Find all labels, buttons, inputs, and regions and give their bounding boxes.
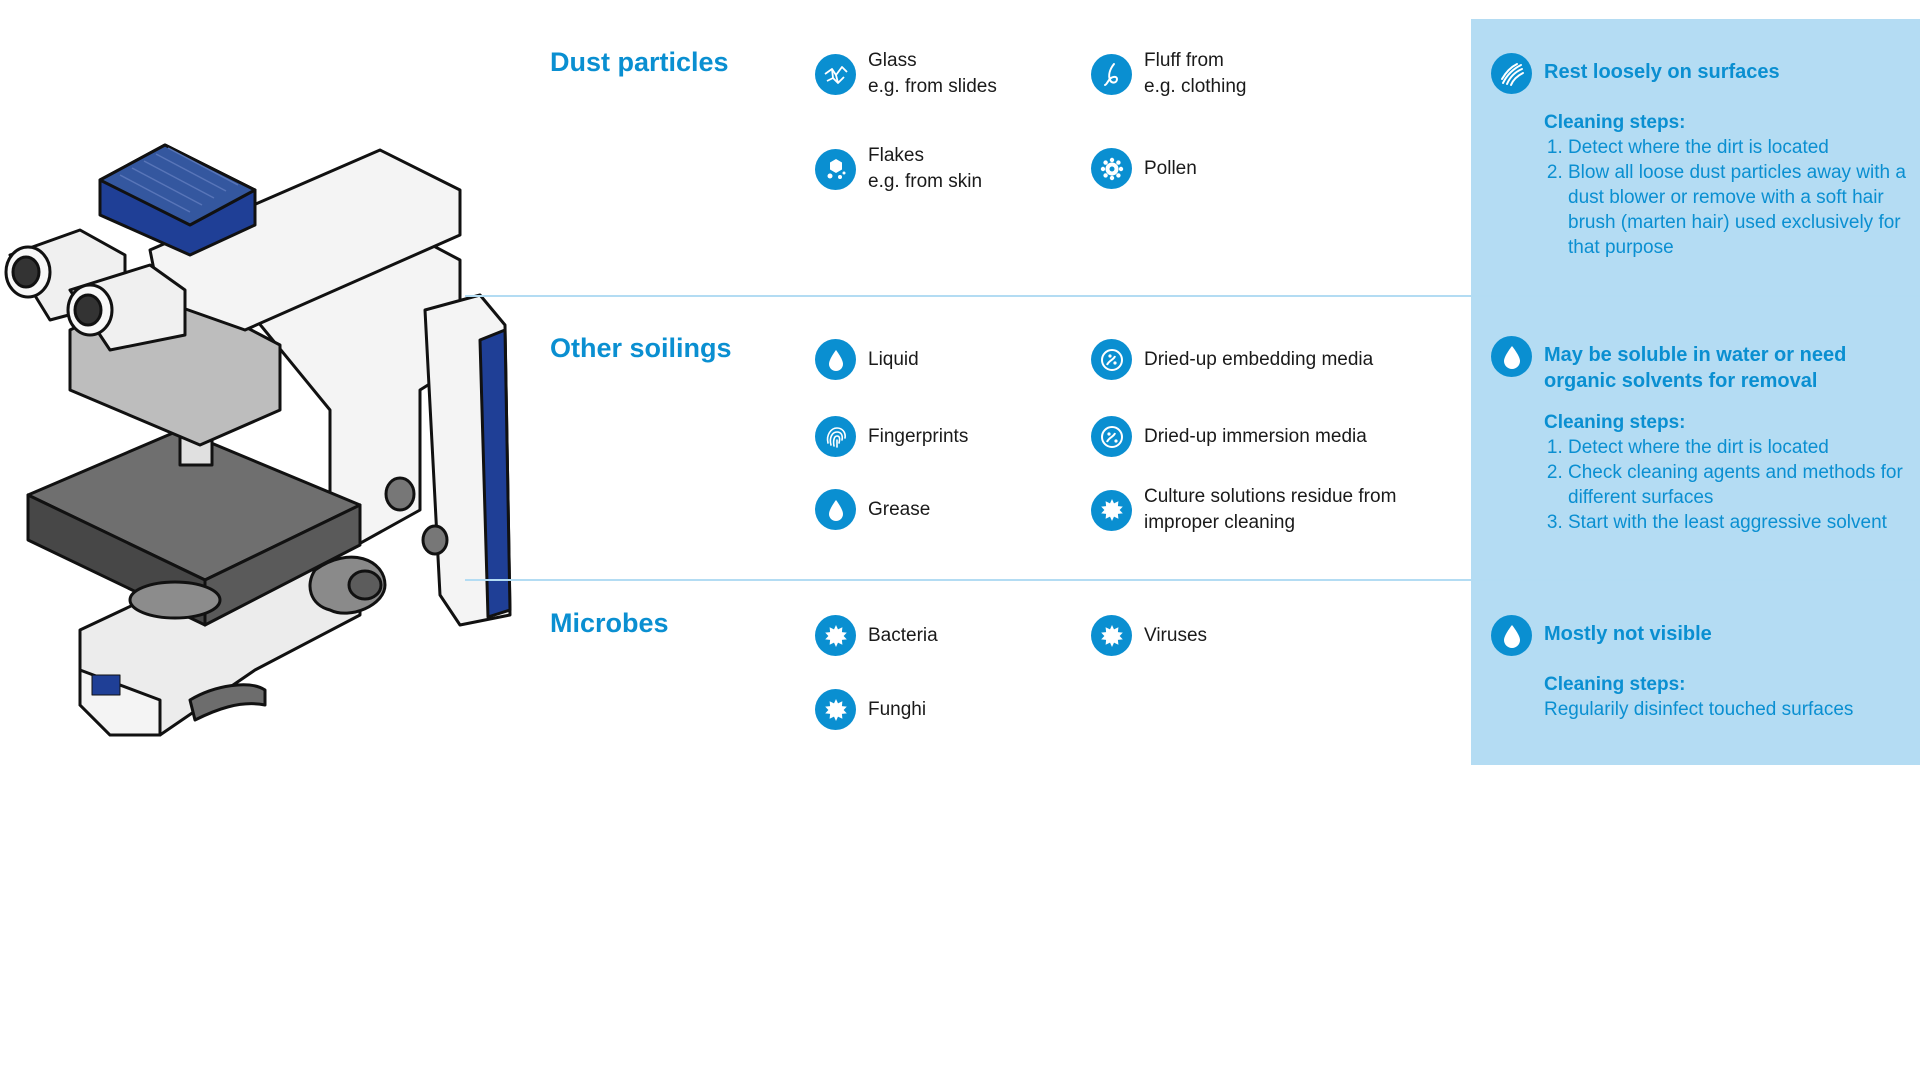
- section-divider: [465, 579, 1920, 581]
- step-text: Regularily disinfect touched surfaces: [1544, 699, 1854, 720]
- item-label: Flakes: [868, 145, 924, 166]
- steps-heading: Cleaning steps:: [1544, 412, 1686, 433]
- steps-heading: Cleaning steps:: [1544, 674, 1686, 695]
- item-label: Pollen: [1144, 157, 1197, 179]
- microbe-icon: [815, 615, 856, 656]
- item-label: Liquid: [868, 348, 919, 370]
- item-glass: Glass e.g. from slides: [815, 48, 997, 100]
- microscope-illustration: [4, 143, 512, 737]
- immersion-media-icon: [1091, 416, 1132, 457]
- drop-icon: [1491, 336, 1532, 377]
- section-divider: [465, 295, 1920, 297]
- microbe-icon: [1091, 489, 1132, 531]
- section-title-dust-particles: Dust particles: [550, 47, 729, 77]
- drop-icon: [1491, 615, 1532, 656]
- steps-heading: Cleaning steps:: [1544, 112, 1686, 133]
- section-title-other-soilings: Other soilings: [550, 333, 732, 363]
- item-label: Fluff from: [1144, 50, 1224, 71]
- pollen-icon: [1091, 148, 1132, 189]
- step-item: Detect where the dirt is located: [1568, 435, 1906, 460]
- item-sublabel: e.g. from slides: [868, 76, 997, 97]
- fingerprint-icon: [815, 416, 856, 457]
- item-sublabel: e.g. from skin: [868, 171, 983, 192]
- item-label: Culture solutions residue from: [1144, 486, 1397, 507]
- step-item: Blow all loose dust particles away with …: [1568, 160, 1906, 260]
- info-box-other-soilings: May be soluble in water or need organic …: [1471, 297, 1920, 579]
- item-bacteria: Bacteria: [815, 615, 938, 656]
- item-label: Grease: [868, 498, 931, 520]
- item-liquid: Liquid: [815, 339, 919, 380]
- dust-stream-icon: [1491, 53, 1532, 94]
- item-label: Viruses: [1144, 624, 1208, 646]
- item-grease: Grease: [815, 489, 930, 530]
- item-label: Fingerprints: [868, 425, 969, 447]
- item-sublabel: improper cleaning: [1144, 512, 1296, 533]
- item-funghi: Funghi: [815, 689, 926, 730]
- item-fluff: Fluff from e.g. clothing: [1091, 48, 1246, 100]
- step-item: Detect where the dirt is located: [1568, 135, 1906, 160]
- fluff-icon: [1091, 53, 1132, 95]
- microbe-icon: [1091, 615, 1132, 656]
- item-viruses: Viruses: [1091, 615, 1207, 656]
- box-title: May be soluble in water or need organic …: [1544, 344, 1847, 392]
- glass-shards-icon: [815, 53, 856, 95]
- step-item: Check cleaning agents and methods for di…: [1568, 460, 1906, 510]
- drop-icon: [815, 339, 856, 380]
- item-label: Funghi: [868, 698, 927, 720]
- item-flakes: Flakes e.g. from skin: [815, 143, 982, 195]
- section-title-microbes: Microbes: [550, 608, 669, 638]
- box-title: Mostly not visible: [1544, 623, 1712, 645]
- box-title: Rest loosely on surfaces: [1544, 61, 1780, 83]
- item-label: Dried-up embedding media: [1144, 348, 1374, 370]
- drop-icon: [815, 489, 856, 530]
- step-item: Start with the least aggressive solvent: [1568, 510, 1906, 535]
- item-fingerprints: Fingerprints: [815, 416, 968, 457]
- item-embedding-media: Dried-up embedding media: [1091, 339, 1373, 380]
- cleaning-steps: Cleaning steps: Detect where the dirt is…: [1544, 410, 1906, 535]
- info-box-microbes: Mostly not visible Cleaning steps: Regul…: [1471, 581, 1920, 765]
- item-sublabel: e.g. clothing: [1144, 76, 1247, 97]
- item-label: Glass: [868, 50, 917, 71]
- item-pollen: Pollen: [1091, 148, 1197, 189]
- flakes-icon: [815, 148, 856, 190]
- microbe-icon: [815, 689, 856, 730]
- item-label: Bacteria: [868, 624, 938, 646]
- info-box-dust: Rest loosely on surfaces Cleaning steps:…: [1471, 19, 1920, 295]
- item-label: Dried-up immersion media: [1144, 425, 1367, 447]
- cleaning-steps: Cleaning steps: Regularily disinfect tou…: [1544, 672, 1906, 722]
- embedding-media-icon: [1091, 339, 1132, 380]
- item-immersion-media: Dried-up immersion media: [1091, 416, 1367, 457]
- cleaning-steps: Cleaning steps: Detect where the dirt is…: [1544, 110, 1906, 260]
- item-culture-solutions: Culture solutions residue from improper c…: [1091, 484, 1396, 536]
